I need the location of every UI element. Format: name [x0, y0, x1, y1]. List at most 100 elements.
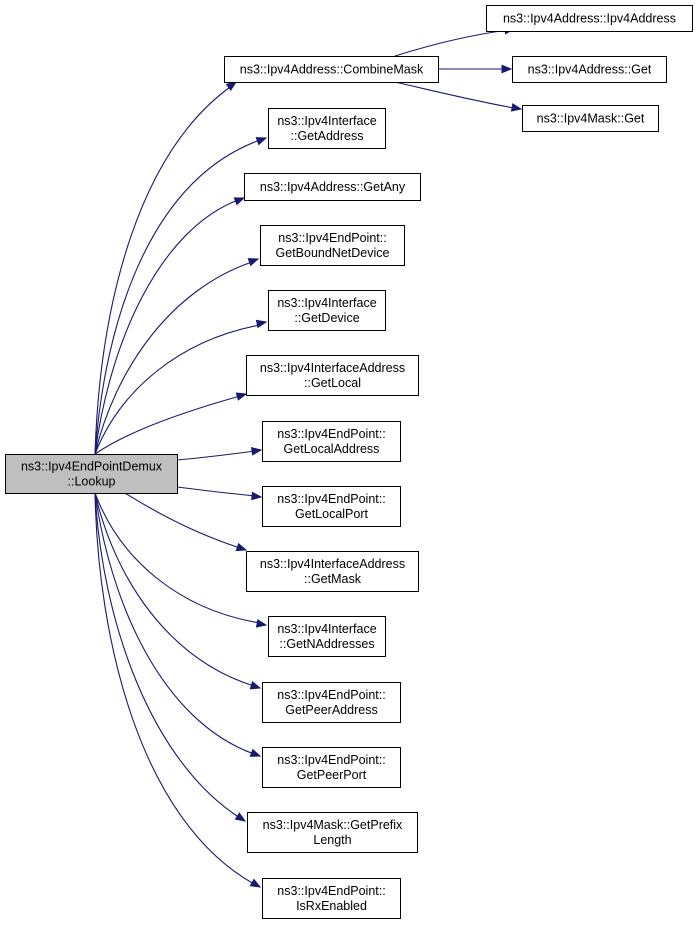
node-box-iface-get-naddresses: [268, 616, 386, 657]
node-box-combine-mask: [224, 56, 439, 83]
node-box-mask-get-prefix-length: [247, 812, 418, 853]
node-box-ep-get-bound-net-device: [260, 225, 405, 266]
node-label-ep-get-peer-address-line-1: GetPeerAddress: [285, 703, 377, 717]
node-box-iface-get-device: [268, 290, 386, 331]
edge-root-to-ifaddr-get-local: [94, 395, 241, 455]
edge-root-to-ep-get-bound-net-device-arrowhead: [247, 258, 260, 267]
edge-root-to-ep-get-peer-port-arrowhead: [249, 748, 262, 757]
node-combine-mask[interactable]: ns3::Ipv4Address::CombineMask: [224, 56, 439, 83]
edge-root-to-iface-get-naddresses-arrowhead: [255, 619, 268, 628]
node-label-ep-get-peer-port-line-1: GetPeerPort: [297, 768, 367, 782]
node-box-ifaddr-get-local: [246, 355, 419, 396]
edge-combine-mask-to-ipv4mask-get-arrowhead: [510, 103, 523, 112]
node-label-ifaddr-get-mask-line-1: ::GetMask: [304, 572, 362, 586]
node-ifaddr-get-mask[interactable]: ns3::Ipv4InterfaceAddress::GetMask: [246, 551, 419, 592]
edge-root-to-ep-get-peer-port: [94, 492, 255, 755]
nodes-layer: ns3::Ipv4EndPointDemux::Lookup ns3::Ipv4A…: [5, 5, 693, 919]
node-label-ipv4address-get-line-0: ns3::Ipv4Address::Get: [528, 63, 652, 77]
node-label-ep-get-peer-address-line-0: ns3::Ipv4EndPoint::: [277, 688, 385, 702]
edge-root-to-ifaddr-get-mask: [124, 492, 241, 549]
edge-root-to-ep-get-peer-address: [94, 492, 255, 687]
node-label-ipv4address-get-any-line-0: ns3::Ipv4Address::GetAny: [260, 180, 406, 194]
edge-combine-mask-to-ipv4address-ctor: [394, 29, 509, 57]
edge-root-to-ep-get-local-address-arrowhead: [250, 447, 263, 456]
node-box-ep-get-local-port: [262, 486, 401, 527]
node-label-ep-get-local-address-line-1: GetLocalAddress: [284, 442, 380, 456]
node-ep-get-peer-address[interactable]: ns3::Ipv4EndPoint::GetPeerAddress: [262, 682, 401, 723]
node-label-mask-get-prefix-length-line-0: ns3::Ipv4Mask::GetPrefix: [263, 818, 403, 832]
node-label-ep-get-local-address-line-0: ns3::Ipv4EndPoint::: [277, 427, 385, 441]
node-label-ep-get-peer-port-line-0: ns3::Ipv4EndPoint::: [277, 753, 385, 767]
node-box-ipv4mask-get: [522, 105, 659, 132]
edge-root-to-iface-get-device: [94, 324, 261, 455]
node-root[interactable]: ns3::Ipv4EndPointDemux::Lookup: [5, 454, 178, 494]
node-box-ipv4address-get-any: [244, 173, 421, 201]
node-ep-get-local-port[interactable]: ns3::Ipv4EndPoint::GetLocalPort: [262, 486, 401, 527]
edge-combine-mask-to-ipv4mask-get: [394, 81, 515, 109]
node-label-ipv4address-ctor-line-0: ns3::Ipv4Address::Ipv4Address: [503, 12, 676, 26]
node-ep-get-bound-net-device[interactable]: ns3::Ipv4EndPoint::GetBoundNetDevice: [260, 225, 405, 266]
node-label-ifaddr-get-mask-line-0: ns3::Ipv4InterfaceAddress: [260, 557, 405, 571]
node-label-ipv4mask-get-line-0: ns3::Ipv4Mask::Get: [537, 112, 645, 126]
node-label-ep-is-rx-enabled-line-1: IsRxEnabled: [296, 899, 367, 913]
node-label-ep-get-bound-net-device-line-1: GetBoundNetDevice: [276, 246, 390, 260]
node-label-ifaddr-get-local-line-1: ::GetLocal: [304, 376, 361, 390]
node-ipv4address-ctor[interactable]: ns3::Ipv4Address::Ipv4Address: [486, 5, 693, 32]
node-ep-is-rx-enabled[interactable]: ns3::Ipv4EndPoint::IsRxEnabled: [262, 878, 401, 919]
edge-root-to-ep-get-local-address: [176, 450, 256, 461]
node-box-ep-get-local-address: [262, 421, 401, 462]
edge-root-to-ep-get-local-port-arrowhead: [251, 491, 263, 501]
edge-root-to-ep-is-rx-enabled-arrowhead: [249, 878, 262, 888]
node-box-ep-get-peer-port: [262, 747, 401, 788]
edge-combine-mask-to-ipv4address-get-arrowhead: [501, 64, 513, 74]
edge-root-to-ep-get-local-port: [176, 486, 256, 497]
node-label-iface-get-address-line-0: ns3::Ipv4Interface: [277, 114, 376, 128]
edge-root-to-iface-get-address-arrowhead: [255, 137, 268, 146]
node-box-iface-get-address: [268, 108, 386, 149]
edge-root-to-ipv4address-get-any-arrowhead: [233, 197, 246, 206]
node-ipv4address-get-any[interactable]: ns3::Ipv4Address::GetAny: [244, 173, 421, 201]
edge-root-to-iface-get-naddresses: [94, 492, 261, 624]
node-box-ipv4address-ctor: [486, 5, 693, 32]
edges-layer: [94, 25, 523, 888]
node-ifaddr-get-local[interactable]: ns3::Ipv4InterfaceAddress::GetLocal: [246, 355, 419, 396]
node-box-ipv4address-get: [512, 56, 667, 83]
node-label-combine-mask-line-0: ns3::Ipv4Address::CombineMask: [240, 63, 424, 77]
node-box-root: [5, 454, 178, 494]
node-ep-get-local-address[interactable]: ns3::Ipv4EndPoint::GetLocalAddress: [262, 421, 401, 462]
node-iface-get-naddresses[interactable]: ns3::Ipv4Interface::GetNAddresses: [268, 616, 386, 657]
node-box-ep-get-peer-address: [262, 682, 401, 723]
node-iface-get-device[interactable]: ns3::Ipv4Interface::GetDevice: [268, 290, 386, 331]
edge-root-to-ep-is-rx-enabled: [94, 492, 255, 885]
edge-root-to-iface-get-address: [94, 139, 261, 455]
node-label-ep-get-local-port-line-1: GetLocalPort: [295, 507, 368, 521]
edge-root-to-iface-get-device-arrowhead: [255, 319, 268, 329]
node-label-ep-get-bound-net-device-line-0: ns3::Ipv4EndPoint::: [278, 231, 386, 245]
node-iface-get-address[interactable]: ns3::Ipv4Interface::GetAddress: [268, 108, 386, 149]
node-ipv4address-get[interactable]: ns3::Ipv4Address::Get: [512, 56, 667, 83]
node-label-iface-get-address-line-1: ::GetAddress: [291, 129, 364, 143]
node-label-ifaddr-get-local-line-0: ns3::Ipv4InterfaceAddress: [260, 361, 405, 375]
edge-root-to-ifaddr-get-mask-arrowhead: [235, 542, 248, 552]
node-label-ep-is-rx-enabled-line-0: ns3::Ipv4EndPoint::: [277, 884, 385, 898]
node-label-ep-get-local-port-line-0: ns3::Ipv4EndPoint::: [277, 492, 385, 506]
node-ipv4mask-get[interactable]: ns3::Ipv4Mask::Get: [522, 105, 659, 132]
edge-root-to-mask-get-prefix-length-arrowhead: [234, 812, 247, 822]
node-label-iface-get-naddresses-line-1: ::GetNAddresses: [279, 637, 374, 651]
node-label-iface-get-naddresses-line-0: ns3::Ipv4Interface: [277, 622, 376, 636]
node-label-root-line-1: ::Lookup: [68, 475, 116, 489]
node-label-root-line-0: ns3::Ipv4EndPointDemux: [21, 460, 163, 474]
node-label-iface-get-device-line-1: ::GetDevice: [294, 311, 359, 325]
edge-root-to-ep-get-bound-net-device: [94, 261, 253, 455]
edge-root-to-ipv4address-get-any: [94, 199, 239, 455]
node-box-ifaddr-get-mask: [246, 551, 419, 592]
edge-root-to-combine-mask: [94, 84, 234, 455]
edge-root-to-mask-get-prefix-length: [94, 492, 241, 819]
node-label-mask-get-prefix-length-line-1: Length: [313, 833, 351, 847]
edge-root-to-ifaddr-get-local-arrowhead: [235, 392, 248, 401]
edge-root-to-combine-mask-arrowhead: [225, 81, 238, 92]
node-box-ep-is-rx-enabled: [262, 878, 401, 919]
node-ep-get-peer-port[interactable]: ns3::Ipv4EndPoint::GetPeerPort: [262, 747, 401, 788]
